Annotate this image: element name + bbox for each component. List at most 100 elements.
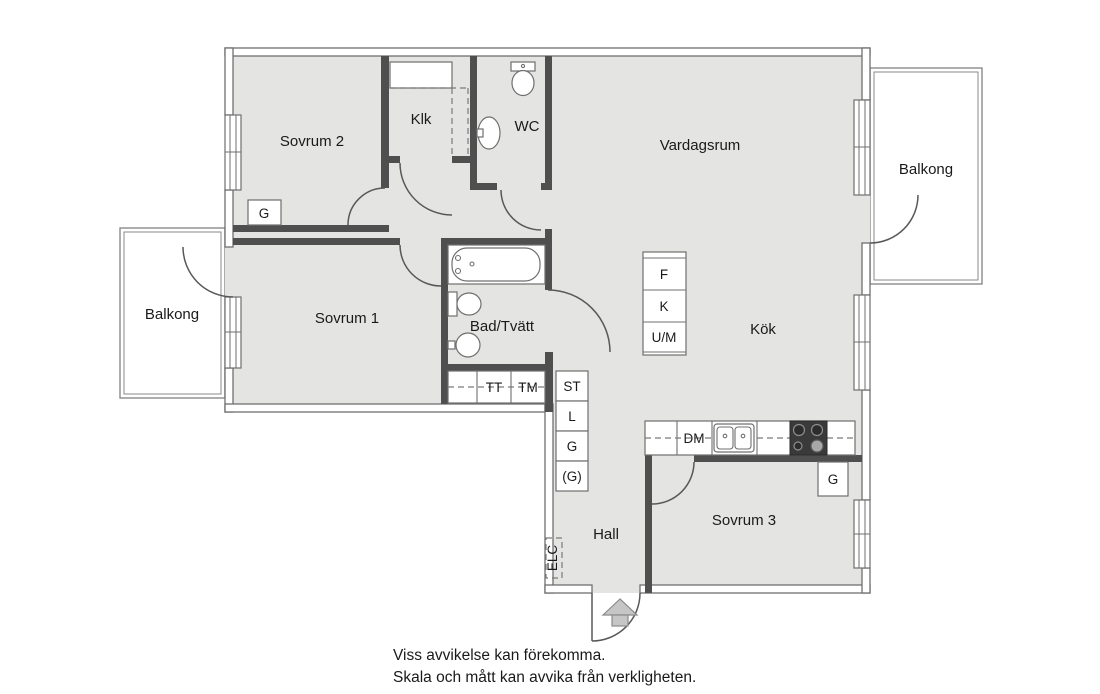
room-label-balkong-left: Balkong	[145, 306, 199, 323]
wall-segment	[470, 183, 497, 190]
kitchen-sink-icon	[713, 423, 755, 453]
closet-dashed-zone	[390, 87, 469, 156]
doors	[182, 162, 919, 642]
room-label-sovrum3: Sovrum 3	[712, 512, 776, 529]
room-label-sovrum1: Sovrum 1	[315, 310, 379, 327]
label-electrical-cabinet: ELC	[545, 545, 560, 572]
burner	[810, 423, 824, 437]
window-kok	[853, 294, 871, 391]
bathtub-icon	[447, 244, 546, 285]
label-washing-machine: TM	[518, 380, 538, 395]
room-label-wc: WC	[515, 118, 540, 135]
fixture-labels: G F K U/M ST L G (G) TT TM DM G ELC	[259, 206, 839, 571]
wall-segment	[861, 389, 871, 501]
label-linen-closet: L	[568, 409, 576, 424]
door-arc-entrance	[591, 592, 641, 642]
burner	[793, 441, 803, 451]
bathtub-tap	[454, 254, 462, 262]
windows	[224, 99, 871, 569]
kitchen-tall-units	[642, 251, 687, 356]
door-arc-sovrum1	[399, 244, 442, 287]
wall-segment	[224, 47, 234, 116]
wall-segment	[441, 238, 448, 404]
wall-segment	[545, 352, 553, 412]
wall-segment	[441, 364, 545, 371]
balcony-right-deck	[869, 67, 983, 285]
sink-unit	[713, 423, 755, 453]
closet-box-l	[555, 400, 589, 432]
window-vardagsrum	[853, 99, 871, 196]
wall-segment	[233, 225, 389, 232]
toilet-tank	[510, 61, 536, 72]
wall-segment	[224, 47, 871, 57]
wall-segment	[452, 156, 477, 163]
label-fridge: F	[660, 267, 668, 282]
label-dishwasher: DM	[684, 431, 705, 446]
footer: Viss avvikelse kan förekomma. Skala och …	[393, 647, 696, 686]
wall-segment	[694, 455, 862, 462]
label-hall-wardrobe: G	[567, 439, 578, 454]
kitchen-counter	[644, 420, 856, 456]
window-glass	[854, 295, 870, 390]
entry-arrow-icon	[601, 598, 639, 627]
sink-icon-bad	[447, 332, 481, 358]
wall-segment	[224, 189, 234, 248]
sink-tap	[447, 340, 456, 350]
wall-segment	[381, 56, 389, 188]
window-sovrum1	[224, 296, 242, 369]
closet-box-st	[555, 370, 589, 402]
room-label-klk: Klk	[411, 111, 432, 128]
sink-icon-wc	[476, 116, 501, 150]
balcony-right	[869, 67, 983, 285]
room-label-sovrum2: Sovrum 2	[280, 133, 344, 150]
sink-tap	[740, 433, 746, 439]
exterior-walls	[224, 47, 871, 594]
balcony-right-rail	[873, 71, 979, 281]
sink-basin	[734, 426, 752, 450]
hall-closets	[555, 370, 589, 492]
fixtures	[247, 61, 856, 627]
toilet-icon-bad	[447, 291, 482, 317]
sink-tap	[476, 128, 484, 138]
bathtub-drain	[469, 261, 475, 267]
footer-line2: Skala och mått kan avvika från verklighe…	[393, 669, 696, 686]
window-glass	[225, 115, 241, 190]
wall-segment	[544, 584, 593, 594]
balcony-left-deck	[119, 227, 226, 399]
arrow-head	[601, 598, 639, 616]
room-label-balkong-right: Balkong	[899, 161, 953, 178]
wall-segment	[545, 229, 552, 290]
label-freezer: K	[659, 299, 668, 314]
label-wardrobe-sovrum2: G	[259, 206, 270, 221]
wall-segment	[861, 242, 871, 296]
wall-segment	[470, 56, 477, 190]
label-oven-microwave: U/M	[652, 330, 677, 345]
closet-box-g-optional	[555, 460, 589, 492]
laundry-units	[447, 370, 546, 404]
toilet-bowl	[456, 292, 482, 316]
wall-segment	[639, 584, 871, 594]
wall-segment	[441, 238, 552, 245]
door-arc-balcony-right	[869, 194, 919, 244]
room-label-kok: Kök	[750, 321, 776, 338]
room-label-vardagsrum: Vardagsrum	[660, 137, 741, 154]
wardrobe-box-sovrum2	[247, 199, 282, 226]
closet-shelf	[389, 61, 453, 89]
toilet-icon-wc	[510, 61, 536, 97]
bathtub	[451, 247, 541, 282]
window-glass	[854, 500, 870, 568]
tall-unit-dividers	[643, 257, 686, 353]
door-arc-wc	[500, 189, 542, 231]
window-glass	[854, 100, 870, 195]
toilet-tank	[447, 291, 458, 317]
wall-segment	[545, 56, 552, 190]
burner	[810, 439, 824, 453]
burner	[792, 423, 806, 437]
wardrobe-box-sovrum3	[817, 461, 849, 497]
balcony-left	[119, 227, 226, 399]
sink-basin	[716, 426, 734, 450]
stove-icon	[789, 420, 828, 456]
room-label-bad-tvatt: Bad/Tvätt	[470, 318, 535, 335]
sink-bowl	[455, 332, 481, 358]
